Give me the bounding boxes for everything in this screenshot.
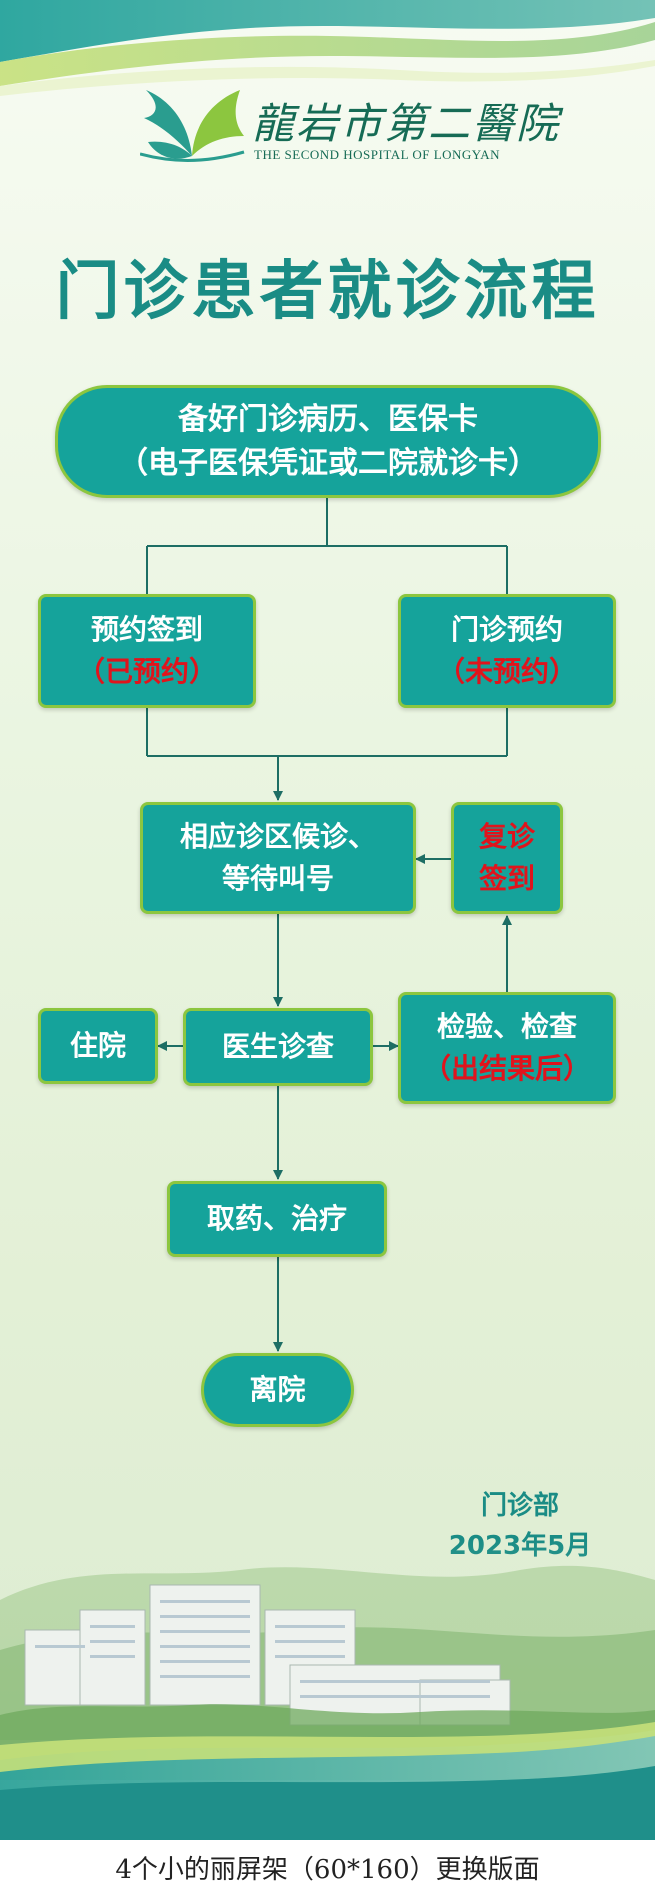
doctor-exam-node: 医生诊查 [183, 1008, 373, 1086]
hospital-name-english: THE SECOND HOSPITAL OF LONGYAN [254, 147, 501, 162]
revisit-checkin-node: 复诊 签到 [451, 802, 563, 914]
book-outpatient-label: 门诊预约 [450, 613, 563, 646]
revisit-checkin-line2: 签到 [478, 862, 535, 895]
leave-label: 离院 [249, 1373, 306, 1406]
page-title: 门诊患者就诊流程 [55, 255, 600, 329]
hospital-building-illustration [0, 1540, 655, 1840]
checkin-booked-label: 预约签到 [90, 613, 203, 646]
waiting-line1: 相应诊区候诊、 [179, 820, 376, 853]
lab-tests-note: （出结果后） [422, 1052, 591, 1085]
book-outpatient-node: 门诊预约 （未预约） [398, 594, 616, 708]
revisit-checkin-line1: 复诊 [478, 820, 535, 853]
lab-tests-node: 检验、检查 （出结果后） [398, 992, 616, 1104]
department-name: 门诊部 [480, 1491, 559, 1521]
poster: 龍岩市第二醫院 THE SECOND HOSPITAL OF LONGYAN 门… [0, 0, 655, 1840]
start-node: 备好门诊病历、医保卡 （电子医保凭证或二院就诊卡） [55, 385, 601, 498]
hospital-logo-icon [140, 90, 245, 162]
top-wave-decoration [0, 0, 655, 96]
lab-tests-label: 检验、检查 [436, 1010, 577, 1043]
doctor-exam-label: 医生诊查 [221, 1030, 334, 1063]
waiting-line2: 等待叫号 [221, 862, 334, 895]
waiting-node: 相应诊区候诊、 等待叫号 [140, 802, 416, 914]
start-node-line1: 备好门诊病历、医保卡 [178, 401, 478, 437]
caption: 4个小的丽屏架（60*160）更换版面 [0, 1842, 655, 1899]
leave-node: 离院 [201, 1353, 354, 1427]
checkin-booked-note: （已预约） [76, 655, 217, 688]
hospital-name: 龍岩市第二醫院 [252, 99, 561, 148]
hospitalize-node: 住院 [38, 1008, 158, 1084]
flow-connectors [146, 498, 512, 1352]
start-node-line2: （电子医保凭证或二院就诊卡） [118, 445, 538, 481]
hospitalize-label: 住院 [69, 1029, 126, 1062]
book-outpatient-note: （未预约） [436, 655, 577, 688]
checkin-booked-node: 预约签到 （已预约） [38, 594, 256, 708]
medicine-node: 取药、治疗 [167, 1181, 387, 1257]
medicine-label: 取药、治疗 [206, 1202, 347, 1235]
